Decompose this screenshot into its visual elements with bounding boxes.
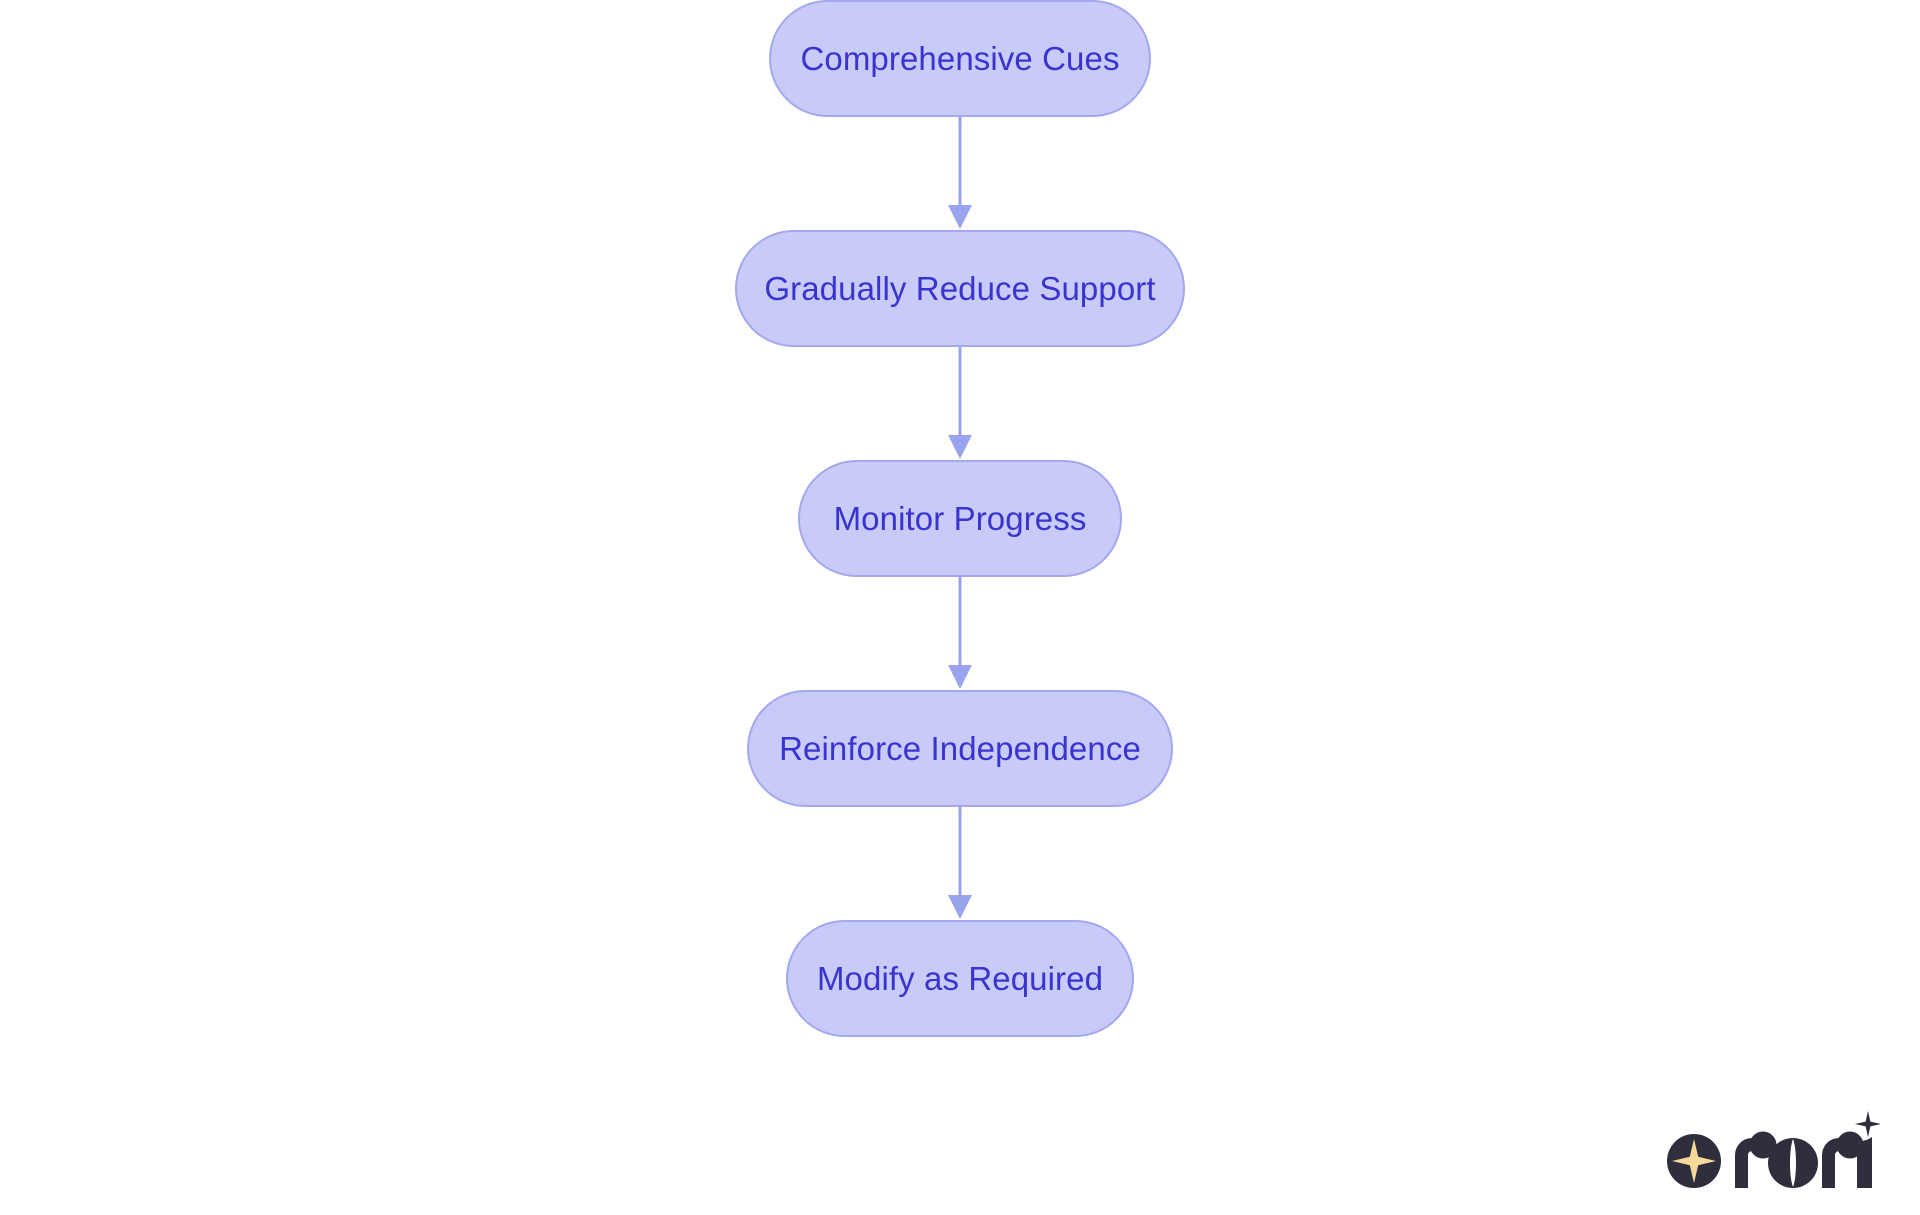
- flow-node-modify-as-required[interactable]: Modify as Required: [786, 920, 1134, 1037]
- sparkle-icon: [1855, 1111, 1880, 1137]
- flow-node-label: Modify as Required: [816, 960, 1104, 997]
- flow-edge-n3-n4: [940, 807, 980, 920]
- flow-edge-n1-n2: [940, 347, 980, 460]
- flowchart-flow: Comprehensive Cues Gradually Reduce Supp…: [735, 0, 1185, 1037]
- flow-edge-n2-n3: [940, 577, 980, 690]
- logo-letter-r2-dot: [1836, 1131, 1864, 1159]
- flow-edge-n0-n1: [940, 117, 980, 230]
- rori-logo: [1665, 1109, 1880, 1197]
- logo-letter-r1-dot: [1749, 1131, 1777, 1159]
- flow-node-reinforce-independence[interactable]: Reinforce Independence: [747, 690, 1173, 807]
- flow-node-comprehensive-cues[interactable]: Comprehensive Cues: [769, 0, 1151, 117]
- flow-node-label: Reinforce Independence: [779, 730, 1141, 767]
- flow-node-label: Comprehensive Cues: [800, 40, 1120, 77]
- flow-node-label: Monitor Progress: [833, 500, 1087, 537]
- arrowhead-icon: [948, 895, 972, 919]
- flow-node-label: Gradually Reduce Support: [764, 270, 1156, 307]
- flow-node-gradually-reduce-support[interactable]: Gradually Reduce Support: [735, 230, 1185, 347]
- arrowhead-icon: [948, 435, 972, 459]
- logo-letter-i: [1857, 1137, 1872, 1188]
- logo-letter-o-counter: [1790, 1139, 1796, 1187]
- four-point-star-icon: [1672, 1139, 1716, 1183]
- flow-node-monitor-progress[interactable]: Monitor Progress: [798, 460, 1122, 577]
- arrowhead-icon: [948, 665, 972, 689]
- arrowhead-icon: [948, 205, 972, 229]
